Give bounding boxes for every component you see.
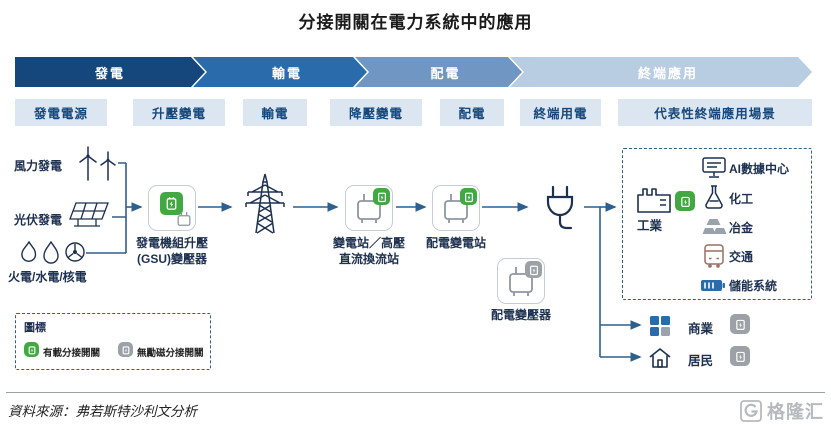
commercial-building-icon	[650, 316, 670, 336]
legend-box: 圖標 有載分接開關 無勵磁分接開關	[15, 313, 211, 370]
legend-on-load-label: 有載分接開關	[43, 348, 101, 359]
battery-icon	[701, 280, 725, 291]
substation-node	[345, 185, 393, 231]
gelonghui-logo-text: 格隆汇	[767, 402, 824, 422]
scenario-ai-datacenter-label: AI數據中心	[729, 162, 790, 176]
transformer-icon	[444, 194, 468, 223]
on-load-tap-changer-icon	[460, 188, 477, 205]
on-load-tap-changer-icon	[24, 342, 39, 357]
stage-enduse: 終端應用	[510, 57, 812, 87]
stage-enduse-label: 終端應用	[637, 65, 698, 81]
bus-icon	[704, 244, 724, 268]
substage-end-user: 終端用電	[520, 99, 601, 126]
plug-bolt-glyph	[377, 192, 386, 202]
thermal-hydro-nuclear-label: 火電/水電/核電	[8, 270, 87, 284]
off-circuit-tap-changer-icon	[730, 346, 750, 366]
stage-generation-label: 發電	[94, 65, 125, 81]
power-plug-icon	[546, 185, 574, 230]
page-title: 分接開關在電力系統中的應用	[298, 13, 533, 32]
on-load-tap-changer-icon	[675, 191, 695, 211]
distribution-transformer-node	[497, 258, 545, 304]
on-load-tap-changer-icon	[160, 192, 183, 215]
source-note: 資料來源：弗若斯特沙利文分析	[8, 404, 197, 419]
legend-title: 圖標	[24, 322, 46, 334]
plug-bolt-glyph	[166, 197, 177, 210]
metal-ingots-icon	[702, 219, 727, 234]
plug-bolt-glyph	[464, 192, 473, 202]
data-center-icon	[702, 157, 726, 178]
scenario-metallurgy-label: 冶金	[729, 221, 754, 235]
gsu-transformer-node	[148, 185, 196, 231]
scenario-chemicals-label: 化工	[729, 192, 754, 206]
substage-representative-scenarios: 代表性終端應用場景	[618, 99, 812, 126]
scenario-transport-label: 交通	[729, 250, 754, 264]
stage-distribution: 配電	[355, 57, 522, 87]
substation-label: 變電站／高壓 直流換流站	[332, 236, 405, 266]
transformer-icon	[357, 194, 381, 223]
industry-scenarios-box: 工業 AI數據中心 化工	[622, 148, 812, 300]
off-circuit-tap-changer-icon	[118, 342, 133, 357]
gelonghui-logo-icon	[740, 400, 762, 422]
solar-power-label: 光伏發電	[14, 213, 63, 227]
flask-icon	[705, 185, 723, 209]
substage-stepdown: 降壓變電	[330, 99, 422, 126]
plug-bolt-glyph	[28, 345, 35, 354]
substage-generation-source: 發電電源	[15, 99, 107, 126]
commerce-label: 商業	[688, 322, 714, 336]
distribution-transformer-label: 配電變壓器	[490, 308, 551, 322]
footer-divider	[6, 392, 825, 393]
substage-transmission: 輸電	[243, 99, 307, 126]
wind-turbine-icon	[79, 146, 116, 181]
plug-bolt-glyph	[735, 319, 745, 330]
industry-label: 工業	[637, 219, 663, 233]
stage-distribution-label: 配電	[430, 65, 461, 81]
plug-bolt-glyph	[529, 265, 538, 275]
stage-generation: 發電	[15, 57, 205, 87]
solar-panel-icon	[69, 202, 109, 227]
gelonghui-logo: 格隆汇	[740, 398, 824, 424]
scenario-energy-storage-label: 儲能系統	[729, 279, 778, 293]
off-circuit-tap-changer-icon	[525, 261, 542, 278]
stage-transmission-label: 輸電	[271, 65, 302, 81]
legend-off-circuit-label: 無勵磁分接開關	[137, 348, 204, 359]
factory-icon	[637, 188, 671, 213]
flame-drop-fan-icons	[21, 240, 85, 264]
stage-transmission: 輸電	[193, 57, 367, 87]
distribution-substation-label: 配電變電站	[425, 236, 486, 250]
residential-label: 居民	[688, 354, 714, 368]
substage-distribution: 配電	[440, 99, 504, 126]
house-icon	[649, 348, 671, 368]
substage-stepup: 升壓變電	[133, 99, 225, 126]
gsu-transformer-label: 發電機組升壓 (GSU)變壓器	[135, 236, 208, 266]
off-circuit-tap-changer-icon	[730, 314, 750, 334]
transmission-tower-icon	[245, 173, 285, 234]
distribution-substation-node	[432, 185, 480, 231]
plug-bolt-glyph	[680, 196, 690, 207]
transformer-icon	[177, 212, 191, 226]
plug-bolt-glyph	[735, 351, 745, 362]
wind-power-label: 風力發電	[14, 159, 63, 173]
plug-bolt-glyph	[122, 345, 129, 354]
on-load-tap-changer-icon	[373, 188, 390, 205]
